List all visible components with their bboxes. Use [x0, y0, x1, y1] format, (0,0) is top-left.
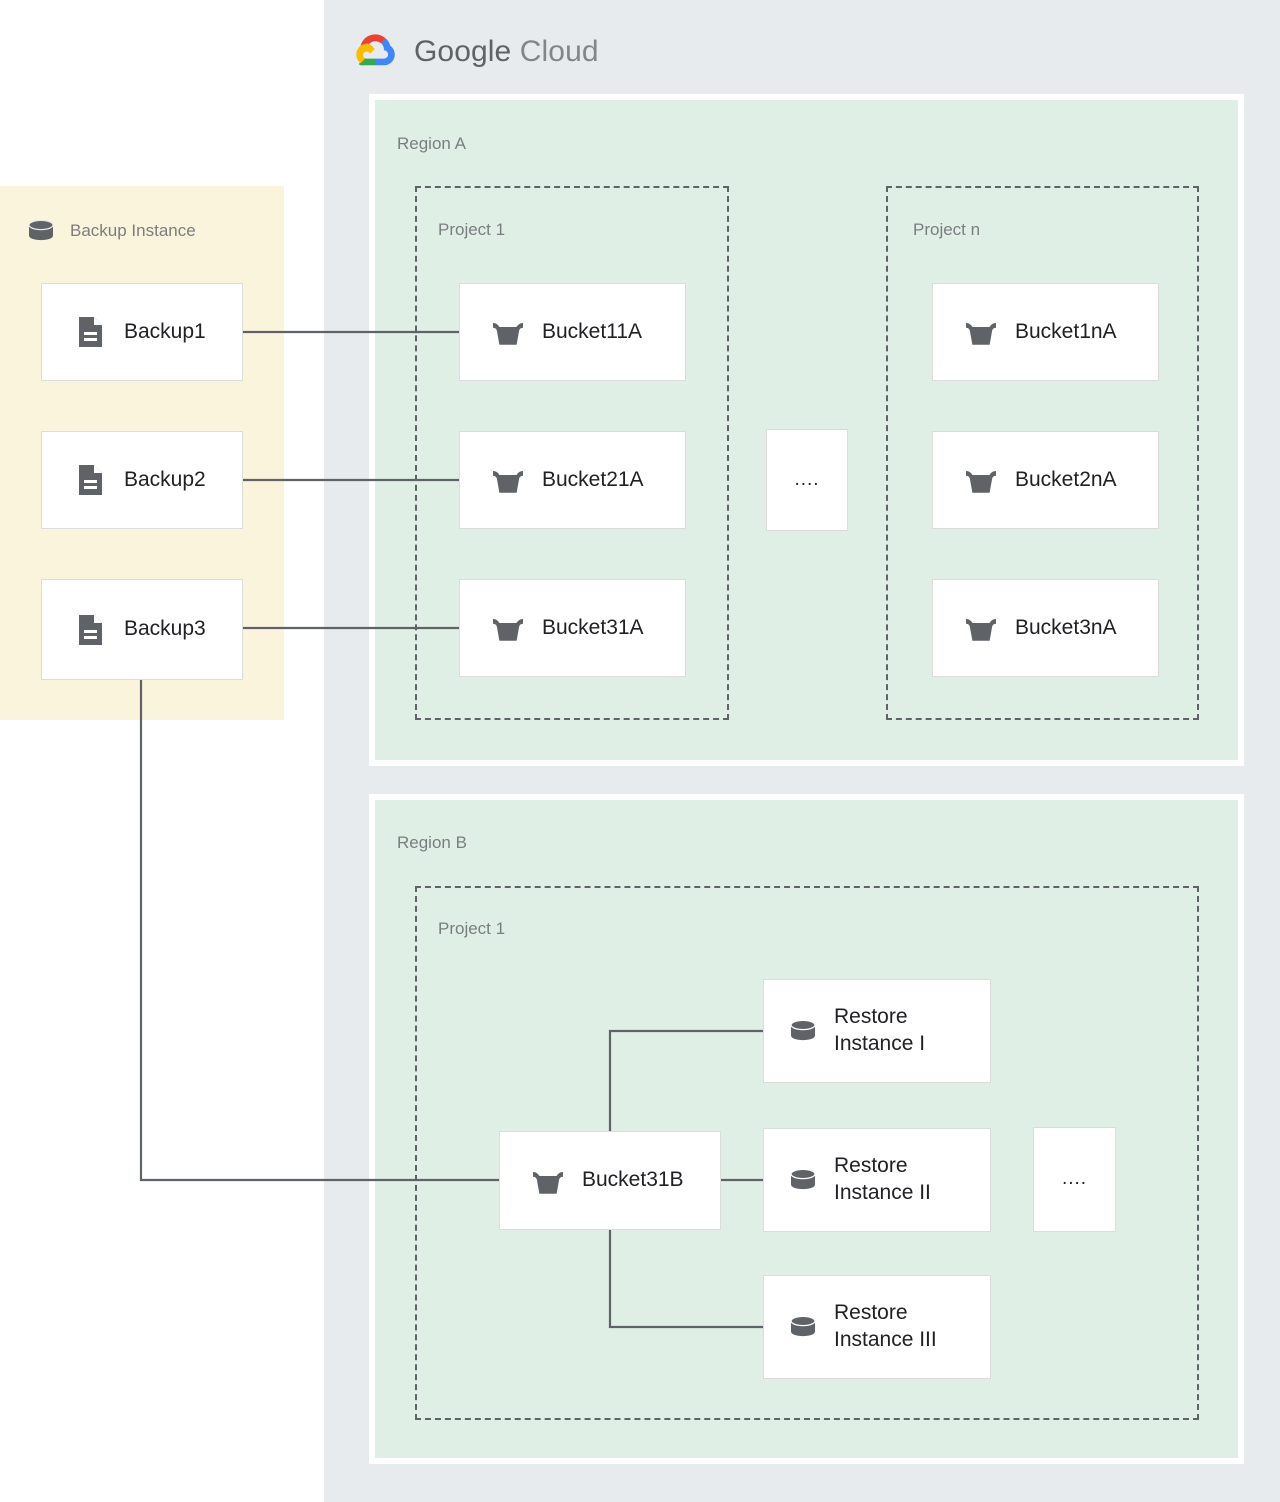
storage-bucket-icon: [963, 610, 999, 646]
google-cloud-logo-icon: [352, 30, 400, 75]
storage-bucket-icon: [963, 462, 999, 498]
document-icon: [72, 612, 108, 648]
node-bucket1na[interactable]: Bucket1nA: [932, 283, 1159, 381]
node-restore-instance-1-label: Restore Instance I: [834, 1005, 926, 1055]
node-bucket31a-label: Bucket31A: [542, 615, 644, 639]
database-cylinder-icon: [788, 1312, 818, 1342]
backup-instance-label: Backup Instance: [70, 221, 196, 240]
backup-instance-header: Backup Instance: [26, 216, 196, 246]
project-1-region-a-label: Project 1: [438, 220, 506, 239]
project-1-region-b-label: Project 1: [438, 919, 506, 938]
node-bucket31b[interactable]: Bucket31B: [499, 1131, 721, 1230]
storage-bucket-icon: [490, 462, 526, 498]
node-bucket3na-label: Bucket3nA: [1015, 615, 1117, 639]
node-restore-instance-1[interactable]: Restore Instance I: [763, 979, 991, 1083]
node-bucket21a[interactable]: Bucket21A: [459, 431, 686, 529]
node-bucket2na[interactable]: Bucket2nA: [932, 431, 1159, 529]
document-icon: [72, 314, 108, 350]
project-n-region-a-label: Project n: [913, 220, 981, 239]
database-cylinder-icon: [788, 1165, 818, 1195]
region-b-label: Region B: [397, 833, 467, 852]
database-cylinder-icon: [788, 1016, 818, 1046]
project-n-region-a-container: [886, 186, 1199, 720]
node-bucket1na-label: Bucket1nA: [1015, 319, 1117, 343]
storage-bucket-icon: [490, 314, 526, 350]
brand-google: Google: [414, 35, 512, 68]
node-backup3-label: Backup3: [124, 617, 206, 641]
node-bucket2na-label: Bucket2nA: [1015, 467, 1117, 491]
node-backup2-label: Backup2: [124, 467, 206, 491]
node-restore-instance-3[interactable]: Restore Instance III: [763, 1275, 991, 1379]
ellipsis-box-region-b: ....: [1033, 1127, 1116, 1232]
node-backup1[interactable]: Backup1: [41, 283, 243, 381]
node-bucket31b-label: Bucket31B: [582, 1168, 684, 1192]
node-bucket31a[interactable]: Bucket31A: [459, 579, 686, 677]
google-cloud-wordmark: Google Cloud: [414, 35, 599, 69]
storage-bucket-icon: [490, 610, 526, 646]
google-cloud-branding: Google Cloud: [352, 26, 599, 78]
node-bucket21a-label: Bucket21A: [542, 467, 644, 491]
brand-cloud: Cloud: [519, 35, 599, 68]
storage-bucket-icon: [963, 314, 999, 350]
node-restore-instance-3-label: Restore Instance III: [834, 1301, 937, 1351]
node-backup3[interactable]: Backup3: [41, 579, 243, 680]
database-cylinder-icon: [26, 216, 56, 246]
ellipsis-label: ....: [794, 468, 820, 490]
storage-bucket-icon: [530, 1163, 566, 1199]
node-bucket11a[interactable]: Bucket11A: [459, 283, 686, 381]
ellipsis-label: ....: [1061, 1168, 1088, 1190]
node-bucket11a-label: Bucket11A: [542, 319, 643, 343]
project-1-region-a-container: [415, 186, 729, 720]
node-bucket3na[interactable]: Bucket3nA: [932, 579, 1159, 677]
document-icon: [72, 462, 108, 498]
region-a-label: Region A: [397, 134, 466, 153]
node-backup1-label: Backup1: [124, 319, 206, 343]
node-restore-instance-2-label: Restore Instance II: [834, 1154, 931, 1204]
node-backup2[interactable]: Backup2: [41, 431, 243, 529]
node-restore-instance-2[interactable]: Restore Instance II: [763, 1128, 991, 1232]
ellipsis-box-region-a: ....: [766, 429, 848, 531]
